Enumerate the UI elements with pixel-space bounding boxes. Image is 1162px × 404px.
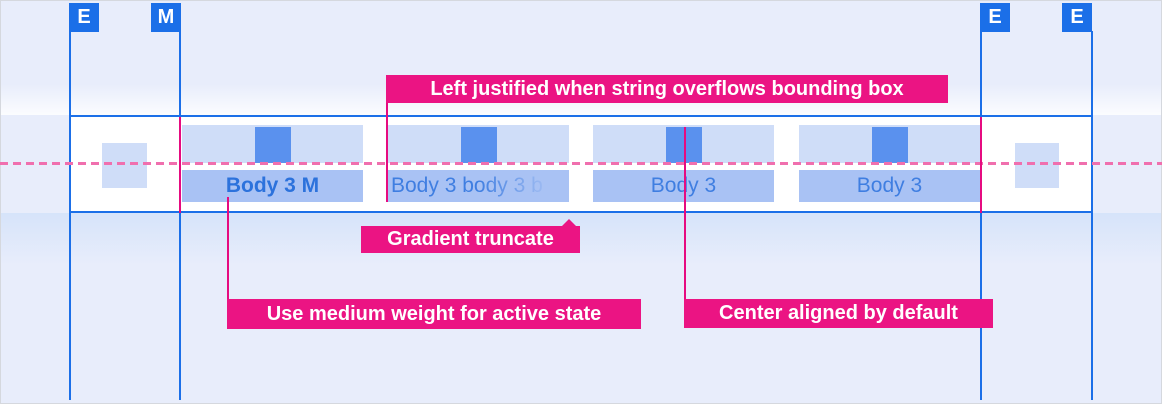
tab-label-truncated: Body 3 body 3 b — [388, 170, 569, 202]
tab-item[interactable]: Body 3 — [799, 125, 980, 202]
gradient-truncate-fade — [477, 170, 569, 202]
keyline-left-margin — [179, 31, 181, 400]
content-margin-right-pink — [980, 117, 982, 213]
annotation-gradient-truncate: Gradient truncate — [361, 219, 580, 253]
tab-icon-placeholder — [665, 127, 702, 163]
keyline-left-edge — [69, 31, 71, 400]
tab-item[interactable]: Body 3 — [593, 125, 774, 202]
annotation-left-justified: Left justified when string overflows bou… — [386, 75, 948, 103]
tab-icon-placeholder — [460, 127, 497, 163]
margin-badge-e-right2: E — [1062, 3, 1092, 32]
tab-label: Body 3 — [593, 170, 774, 202]
leader-medium-weight — [227, 197, 229, 299]
leader-left-justified — [386, 103, 388, 202]
tab-label: Body 3 — [799, 170, 980, 202]
annotation-medium-weight: Use medium weight for active state — [227, 299, 641, 329]
tab-item-truncated[interactable]: Body 3 body 3 b — [388, 125, 569, 202]
content-margin-left-pink — [179, 117, 181, 213]
keyline-right-margin — [980, 31, 982, 400]
tab-icon-placeholder — [254, 127, 291, 163]
margin-badge-e-left: E — [69, 3, 99, 32]
center-baseline-dashed-line — [0, 162, 1162, 165]
annotation-pointer-triangle — [561, 219, 577, 227]
margin-badge-e-right1: E — [980, 3, 1010, 32]
bar-glow-bottom — [1, 213, 1161, 265]
tab-icon-placeholder — [871, 127, 908, 163]
annotation-center-aligned: Center aligned by default — [684, 299, 993, 328]
tab-item-active[interactable]: Body 3 M — [182, 125, 363, 202]
tab-label-active: Body 3 M — [182, 170, 363, 202]
leading-icon-placeholder[interactable] — [102, 143, 147, 188]
annotation-text: Gradient truncate — [387, 228, 554, 250]
keyline-right-edge — [1091, 31, 1093, 400]
margin-badge-m: M — [151, 3, 181, 32]
trailing-icon-placeholder[interactable] — [1015, 143, 1059, 188]
leader-center-aligned — [684, 127, 686, 299]
